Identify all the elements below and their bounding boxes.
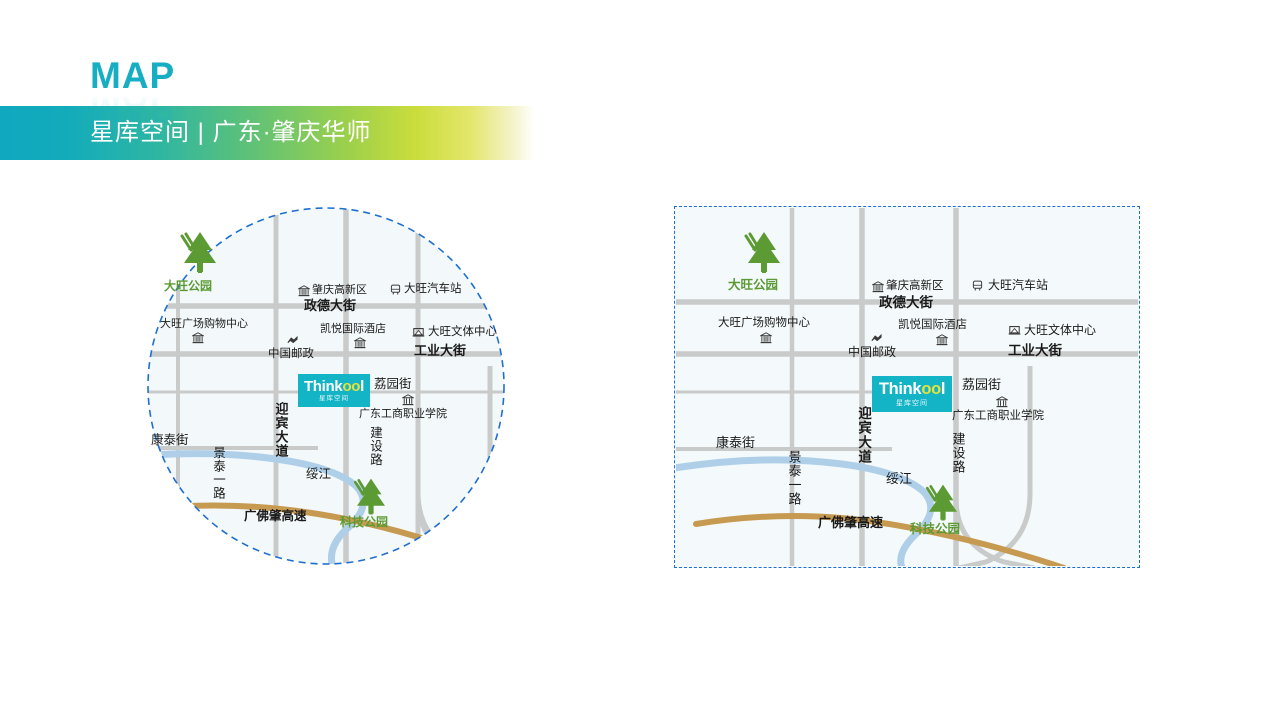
brand-logo-word-part1: Think [303,377,343,395]
street-label-liyuan: 荔园街 [374,377,412,391]
map-boundary-circle [147,207,505,565]
poi-label-culture-center: 大旺文体中心 [428,326,497,338]
river-label-suijiang: 绥江 [886,471,913,486]
street-label-yingbin: 迎宾大道 [273,402,289,458]
highway-label-gfz: 广佛肇高速 [818,515,884,530]
map-rect-graphic [676,208,1138,566]
page-header: MAP MAP 星库空间 | 广东·肇庆华师 [0,0,1280,175]
poi-label-zhaoqing-hightech: 肇庆高新区 [886,280,944,292]
street-label-jingtai: 景泰一路 [211,446,225,500]
street-label-jingtai: 景泰一路 [786,450,802,506]
highway-path [693,513,1067,566]
highway-label-gfz: 广佛肇高速 [244,509,307,523]
poi-label-tech-park: 科技公园 [910,522,961,536]
college-icon [402,394,414,406]
poi-label-gongshang-college: 广东工商职业学院 [359,408,447,420]
post-icon [871,333,882,342]
poi-label-dawang-park: 大旺公园 [164,279,213,293]
college-icon [996,396,1008,408]
poi-label-hyatt-hotel: 凯悦国际酒店 [898,319,967,331]
bank-icon [936,334,948,346]
poi-label-zhaoqing-hightech: 肇庆高新区 [312,284,367,296]
bank-icon [872,281,884,293]
poi-label-gongshang-college: 广东工商职业学院 [952,410,1044,422]
tree-icon [925,484,957,521]
tree-icon [353,478,385,515]
page-title: MAP [90,55,176,96]
brand-logo-subtitle: 星库空间 [896,399,928,407]
poi-label-plaza-mall: 大旺广场购物中心 [718,317,810,329]
brand-logo-word-accent: oo [921,380,941,399]
brand-logo-word-part3: l [940,380,946,399]
street-label-gongye: 工业大街 [414,343,467,358]
brand-logo-wordmark: Thinkool [304,379,364,394]
header-gradient-bar [0,106,534,160]
brand-logo-word-part1: Think [878,380,922,399]
street-label-zhengde: 政德大街 [879,295,933,310]
culture-center-icon [1008,326,1021,335]
poi-label-china-post: 中国邮政 [848,345,897,359]
street-label-gongye: 工业大街 [1008,343,1062,358]
brand-logo-wordmark: Thinkool [878,380,946,399]
poi-label-dawang-park: 大旺公园 [728,278,779,292]
poi-label-plaza-mall: 大旺广场购物中心 [160,318,248,330]
poi-label-bus-station: 大旺汽车站 [988,278,1049,292]
header-subtitle: 星库空间 | 广东·肇庆华师 [90,119,372,146]
street-label-liyuan: 荔园街 [962,377,1002,392]
culture-center-icon [412,328,425,337]
map-rect-view[interactable]: 大旺公园 科技公园 肇庆高新区 政德大街 大旺汽车站 大旺广场购物中心 凯悦国际… [674,206,1140,568]
poi-label-china-post: 中国邮政 [268,348,314,360]
brand-logo-badge[interactable]: Thinkool 星库空间 [298,374,370,407]
street-label-yingbin: 迎宾大道 [856,406,872,464]
post-icon [287,335,298,344]
street-label-kangtai: 康泰街 [151,433,189,447]
poi-label-culture-center: 大旺文体中心 [1024,323,1097,337]
poi-label-bus-station: 大旺汽车站 [404,283,462,295]
bank-icon [192,332,204,344]
bank-icon [354,337,366,349]
tree-icon [744,232,780,273]
poi-label-tech-park: 科技公园 [340,515,389,529]
brand-logo-subtitle: 星库空间 [319,394,349,402]
bus-station-icon [390,284,401,295]
brand-logo-badge[interactable]: Thinkool 星库空间 [872,376,952,412]
tree-icon [180,232,216,273]
river-path [148,450,367,564]
bus-station-icon [972,280,983,291]
bank-icon [298,285,310,297]
map-circle-view[interactable]: 大旺公园 科技公园 肇庆高新区 政德大街 大旺汽车站 大旺广场购物中心 凯悦国际… [118,196,538,586]
poi-label-hyatt-hotel: 凯悦国际酒店 [320,323,386,335]
river-path [676,456,935,566]
bank-icon [760,332,772,344]
brand-logo-word-part3: l [360,377,365,395]
map-roads-group-rect [676,208,1138,566]
brand-logo-word-accent: oo [342,377,361,395]
street-label-jianshe: 建设路 [950,432,966,474]
river-label-suijiang: 绥江 [306,467,332,481]
street-label-kangtai: 康泰街 [716,435,756,450]
street-label-jianshe: 建设路 [368,426,382,467]
street-label-zhengde: 政德大街 [304,298,357,313]
